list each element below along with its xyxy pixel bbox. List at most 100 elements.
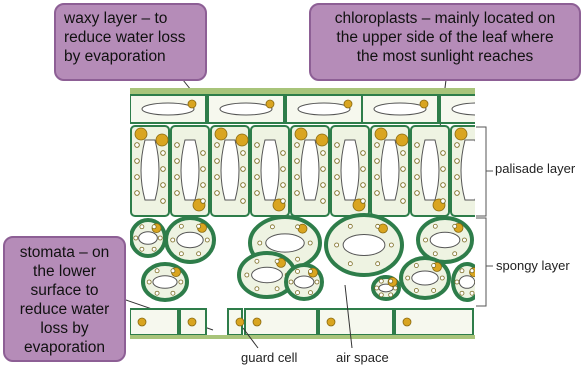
chloroplast-dot — [215, 159, 220, 164]
chloroplast-dot — [135, 191, 140, 196]
chloroplast-dot — [441, 167, 446, 172]
chloroplast-dot — [361, 199, 366, 204]
chloroplast-dot — [295, 191, 300, 196]
stomata-callout-line-5: loss by — [11, 319, 118, 338]
chloroplast-dot — [175, 175, 180, 180]
chloroplast-dot — [455, 159, 460, 164]
chloroplast-dot — [140, 225, 144, 229]
chloroplast-dot — [475, 280, 479, 284]
palisade-layer — [131, 126, 489, 216]
chloroplast-dot — [175, 191, 180, 196]
chloroplast-dot — [161, 167, 166, 172]
chloroplast-dot — [171, 291, 175, 295]
chloroplast-dot — [275, 287, 279, 291]
air-space-label: air space — [336, 350, 389, 365]
chloroplast-dot — [321, 151, 326, 156]
waxy-cuticle — [130, 88, 475, 94]
chloroplast-dot — [155, 269, 159, 273]
chloroplast-dot — [295, 143, 300, 148]
palisade-chloroplast — [396, 134, 408, 146]
chloroplast-dot — [361, 151, 366, 156]
chloroplast-dot — [361, 167, 366, 172]
palisade-vacuole — [341, 140, 359, 200]
chloroplast-dot — [161, 151, 166, 156]
epidermis-nucleus — [142, 103, 194, 115]
chloroplast-dot — [406, 276, 410, 280]
chloroplast-dot — [361, 183, 366, 188]
spongy-vacuole — [177, 232, 203, 247]
epidermis-chloroplast — [344, 100, 352, 108]
chloroplast-dot — [245, 273, 249, 277]
palisade-vacuole — [381, 140, 399, 200]
chloroplast-dot — [147, 280, 151, 284]
palisade-layer-label: palisade layer — [495, 161, 575, 176]
guard-cell-label: guard cell — [241, 350, 297, 365]
chloroplast-dot — [155, 291, 159, 295]
chloroplast-dot — [175, 159, 180, 164]
chloroplast-dot — [379, 279, 383, 283]
palisade-chloroplast — [455, 128, 467, 140]
palisade-chloroplast — [135, 128, 147, 140]
chloroplast-dot — [432, 288, 436, 292]
chloroplast-dot — [376, 262, 380, 266]
chloroplast-dot — [171, 238, 175, 242]
chloroplast-dot — [414, 264, 418, 268]
chloroplast-dot — [296, 269, 300, 273]
palisade-chloroplast — [236, 134, 248, 146]
chloroplast-dot — [433, 224, 437, 228]
chloroplast-dot — [389, 293, 393, 297]
lower-epidermis-chloroplast — [327, 318, 335, 326]
chloroplast-dot — [393, 286, 397, 290]
chloroplast-dot — [453, 252, 457, 256]
chloroplast-dot — [335, 243, 339, 247]
chloroplast-dot — [455, 175, 460, 180]
spongy-vacuole — [153, 276, 177, 289]
chloroplast-dot — [296, 291, 300, 295]
chloroplast-dot — [315, 280, 319, 284]
chloroplast-dot — [295, 159, 300, 164]
spongy-layer-label: spongy layer — [496, 258, 570, 273]
chloroplast-dot — [414, 288, 418, 292]
chloroplast-dot — [455, 143, 460, 148]
chloroplast-dot — [201, 183, 206, 188]
stomata-callout-line-4: reduce water — [11, 300, 118, 319]
chloroplast-dot — [308, 241, 312, 245]
chloroplast-dot — [481, 151, 486, 156]
palisade-chloroplast — [316, 134, 328, 146]
chloroplast-dot — [197, 224, 201, 228]
chloroplast-dot — [197, 252, 201, 256]
chloroplast-dot — [401, 167, 406, 172]
chloroplast-dot — [296, 257, 300, 261]
spongy-vacuole — [294, 276, 314, 288]
chloroplast-dot — [179, 224, 183, 228]
lower-cuticle — [130, 335, 475, 339]
chloroplast-dot — [135, 175, 140, 180]
chloroplast-dot — [308, 269, 312, 273]
chloroplast-dot — [158, 236, 162, 240]
chloroplast-dot — [295, 175, 300, 180]
chloroplast-dot — [455, 191, 460, 196]
chloroplasts-callout-line-3: the most sunlight reaches — [319, 47, 571, 66]
chloroplast-dot — [481, 167, 486, 172]
chloroplast-dot — [179, 252, 183, 256]
chloroplast-dot — [161, 199, 166, 204]
chloroplast-dot — [481, 199, 486, 204]
chloroplast-dot — [175, 143, 180, 148]
chloroplast-dot — [470, 269, 474, 273]
waxy-callout-line-1: waxy layer – to — [64, 9, 197, 28]
chloroplast-dot — [201, 167, 206, 172]
chloroplast-dot — [321, 167, 326, 172]
spongy-vacuole — [459, 276, 474, 289]
chloroplast-dot — [440, 276, 444, 280]
chloroplast-dot — [455, 280, 459, 284]
chloroplast-dot — [308, 291, 312, 295]
epidermis-nucleus — [452, 103, 504, 115]
epidermis-chloroplast — [420, 100, 428, 108]
chloroplast-dot — [171, 269, 175, 273]
palisade-vacuole — [421, 140, 439, 200]
chloroplast-dot — [241, 199, 246, 204]
lower-epidermis — [130, 309, 475, 339]
lower-epidermis-chloroplast — [188, 318, 196, 326]
chloroplasts-callout-line-1: chloroplasts – mainly located on — [319, 9, 571, 28]
chloroplast-dot — [460, 291, 464, 295]
